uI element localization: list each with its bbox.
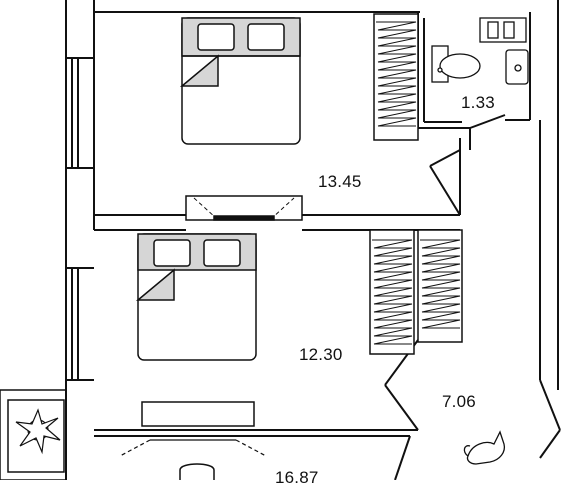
- bedroom-2-area: 12.30: [299, 345, 343, 364]
- bedroom-1-area: 13.45: [318, 172, 362, 191]
- wardrobe-bed1: [373, 13, 419, 141]
- tv-unit-bed2: [141, 401, 255, 427]
- bed2-bottom-wall: [94, 429, 418, 437]
- bathroom-fixtures: [431, 17, 529, 85]
- bathroom-door: [469, 114, 506, 150]
- balcony: [0, 389, 67, 480]
- bed-1: [179, 17, 301, 145]
- plant-icon: [15, 408, 61, 455]
- tv-unit-bottom: [119, 439, 267, 457]
- hall-door-right: [539, 379, 561, 459]
- cat-icon: [463, 430, 506, 465]
- wardrobe-bed2-b: [417, 229, 463, 343]
- window-left-1: [66, 57, 94, 169]
- bathroom-area: 1.33: [461, 93, 495, 112]
- bed1-door: [429, 149, 461, 216]
- armchair: [179, 463, 215, 480]
- bathroom-bottom-wall: [418, 121, 470, 129]
- partition-bed1-bed2: [94, 214, 460, 231]
- hall-door-bottom: [394, 435, 411, 480]
- bottom-room-area: 16.87: [275, 468, 319, 487]
- wardrobe-bed2-a: [369, 229, 415, 355]
- window-left-2: [66, 267, 94, 381]
- hallway-area: 7.06: [442, 392, 476, 411]
- tv-unit-bed1: [185, 195, 303, 221]
- bed-2: [135, 233, 257, 361]
- bathroom-left-wall: [417, 12, 425, 128]
